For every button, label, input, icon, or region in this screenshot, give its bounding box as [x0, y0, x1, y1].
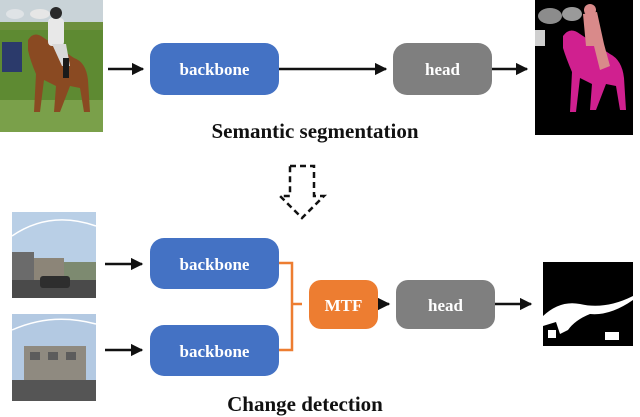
svg-text:backbone: backbone: [180, 255, 250, 274]
caption-change-detection: Change detection: [227, 392, 383, 416]
svg-text:backbone: backbone: [180, 60, 250, 79]
transfer-down-arrow: [276, 164, 328, 220]
input-photo-time1: [11, 212, 97, 298]
input-photo-time2: [11, 314, 97, 401]
output-segmentation-map: [535, 0, 633, 135]
backbone-block-2: backbone: [150, 325, 279, 376]
svg-text:head: head: [428, 296, 464, 315]
mtf-block: MTF: [309, 280, 378, 329]
svg-text:head: head: [425, 60, 461, 79]
svg-text:MTF: MTF: [325, 296, 363, 315]
output-change-map: [543, 262, 633, 346]
head-block-top: head: [393, 43, 492, 95]
backbone-block-top: backbone: [150, 43, 279, 95]
backbone-block-1: backbone: [150, 238, 279, 289]
svg-text:backbone: backbone: [180, 342, 250, 361]
input-photo-horse-rider: [0, 0, 103, 132]
feature-merge-bracket: [279, 261, 302, 352]
head-block-bottom: head: [396, 280, 495, 329]
caption-semantic-segmentation: Semantic segmentation: [211, 119, 418, 143]
